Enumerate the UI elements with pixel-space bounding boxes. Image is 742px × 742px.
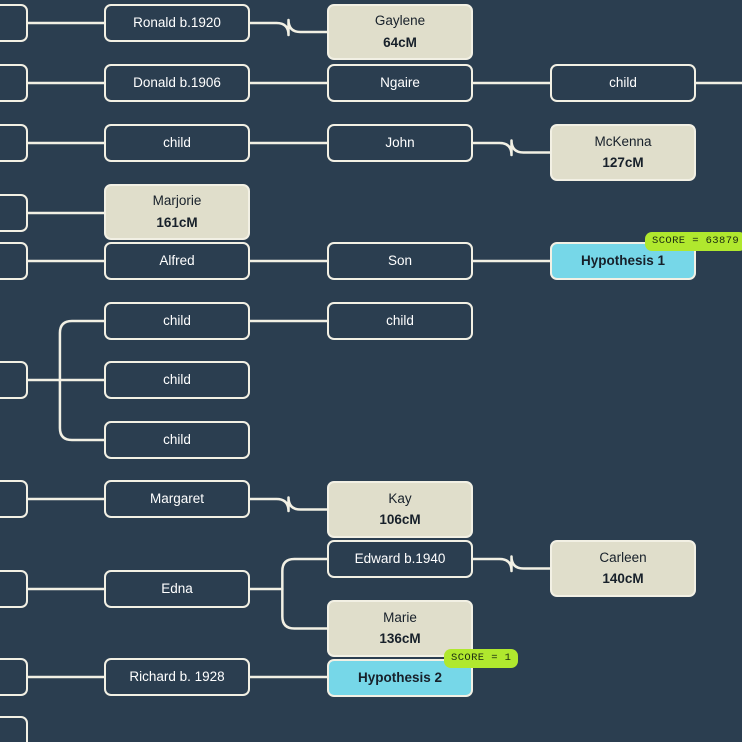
node-clipped[interactable] bbox=[0, 64, 28, 102]
node-child[interactable]: child bbox=[327, 302, 473, 340]
node-marie[interactable]: Marie 136cM bbox=[327, 600, 473, 657]
node-clipped[interactable] bbox=[0, 4, 28, 42]
node-cm-value: 127cM bbox=[602, 155, 644, 170]
node-donald-b-1906[interactable]: Donald b.1906 bbox=[104, 64, 250, 102]
edge-elbow bbox=[248, 18, 329, 37]
node-label: child bbox=[163, 371, 191, 387]
node-margaret[interactable]: Margaret bbox=[104, 480, 250, 518]
node-label: Carleen bbox=[599, 549, 647, 565]
node-label: child bbox=[386, 312, 414, 328]
node-cm-value: 140cM bbox=[602, 571, 644, 586]
node-label: Edna bbox=[161, 580, 193, 596]
edge-elbow bbox=[471, 139, 552, 157]
node-cm-value: 64cM bbox=[383, 34, 417, 50]
node-label: Kay bbox=[388, 490, 412, 506]
node-label: Alfred bbox=[159, 252, 195, 268]
edge-bracket-branch bbox=[58, 319, 106, 382]
node-edward-b-1940[interactable]: Edward b.1940 bbox=[327, 540, 473, 578]
node-mckenna[interactable]: McKenna 127cM bbox=[550, 124, 696, 181]
node-child[interactable]: child bbox=[104, 302, 250, 340]
node-clipped[interactable] bbox=[0, 570, 28, 608]
node-label: Ngaire bbox=[380, 74, 420, 90]
node-child[interactable]: child bbox=[550, 64, 696, 102]
edge-bracket-branch bbox=[281, 557, 329, 591]
node-son[interactable]: Son bbox=[327, 242, 473, 280]
score-badge: SCORE = 63879 bbox=[645, 232, 742, 251]
node-label: child bbox=[609, 74, 637, 90]
node-clipped[interactable] bbox=[0, 658, 28, 696]
node-richard-b-1928[interactable]: Richard b. 1928 bbox=[104, 658, 250, 696]
node-clipped[interactable] bbox=[0, 242, 28, 280]
node-label: Margaret bbox=[149, 490, 205, 506]
node-label: Hypothesis 1 bbox=[580, 252, 666, 268]
edge-bracket-branch bbox=[281, 587, 329, 630]
node-child[interactable]: child bbox=[104, 361, 250, 399]
node-clipped[interactable] bbox=[0, 194, 28, 232]
node-label: Hypothesis 2 bbox=[357, 669, 443, 685]
edge-elbow bbox=[248, 496, 329, 513]
node-clipped[interactable] bbox=[0, 124, 28, 162]
node-label: Son bbox=[387, 252, 413, 268]
node-clipped[interactable] bbox=[0, 361, 28, 399]
node-label: Gaylene bbox=[374, 13, 426, 29]
node-label: Edward b.1940 bbox=[354, 550, 446, 566]
edge-elbow bbox=[471, 555, 552, 573]
node-carleen[interactable]: Carleen 140cM bbox=[550, 540, 696, 597]
node-label: Ronald b.1920 bbox=[133, 14, 221, 30]
node-label: child bbox=[163, 312, 191, 328]
node-label: Marie bbox=[383, 609, 417, 625]
node-clipped[interactable] bbox=[0, 480, 28, 518]
node-marjorie[interactable]: Marjorie 161cM bbox=[104, 184, 250, 240]
node-cm-value: 136cM bbox=[379, 631, 421, 646]
node-label: Richard b. 1928 bbox=[129, 668, 225, 684]
node-label: McKenna bbox=[594, 133, 652, 149]
node-cm-value: 161cM bbox=[156, 214, 198, 230]
node-ngaire[interactable]: Ngaire bbox=[327, 64, 473, 102]
node-ronald-b-1920[interactable]: Ronald b.1920 bbox=[104, 4, 250, 42]
node-cm-value: 106cM bbox=[379, 512, 421, 527]
score-badge: SCORE = 1 bbox=[444, 649, 519, 668]
node-child[interactable]: child bbox=[104, 124, 250, 162]
node-label: Marjorie bbox=[152, 193, 202, 209]
node-kay[interactable]: Kay 106cM bbox=[327, 481, 473, 538]
node-john[interactable]: John bbox=[327, 124, 473, 162]
node-label: child bbox=[163, 134, 191, 150]
node-alfred[interactable]: Alfred bbox=[104, 242, 250, 280]
node-clipped[interactable] bbox=[0, 716, 28, 742]
node-label: Donald b.1906 bbox=[133, 74, 221, 90]
node-label: child bbox=[163, 431, 191, 447]
node-child[interactable]: child bbox=[104, 421, 250, 459]
node-gaylene[interactable]: Gaylene 64cM bbox=[327, 4, 473, 60]
node-label: John bbox=[385, 134, 415, 150]
node-edna[interactable]: Edna bbox=[104, 570, 250, 608]
edge-bracket-branch bbox=[58, 378, 106, 442]
